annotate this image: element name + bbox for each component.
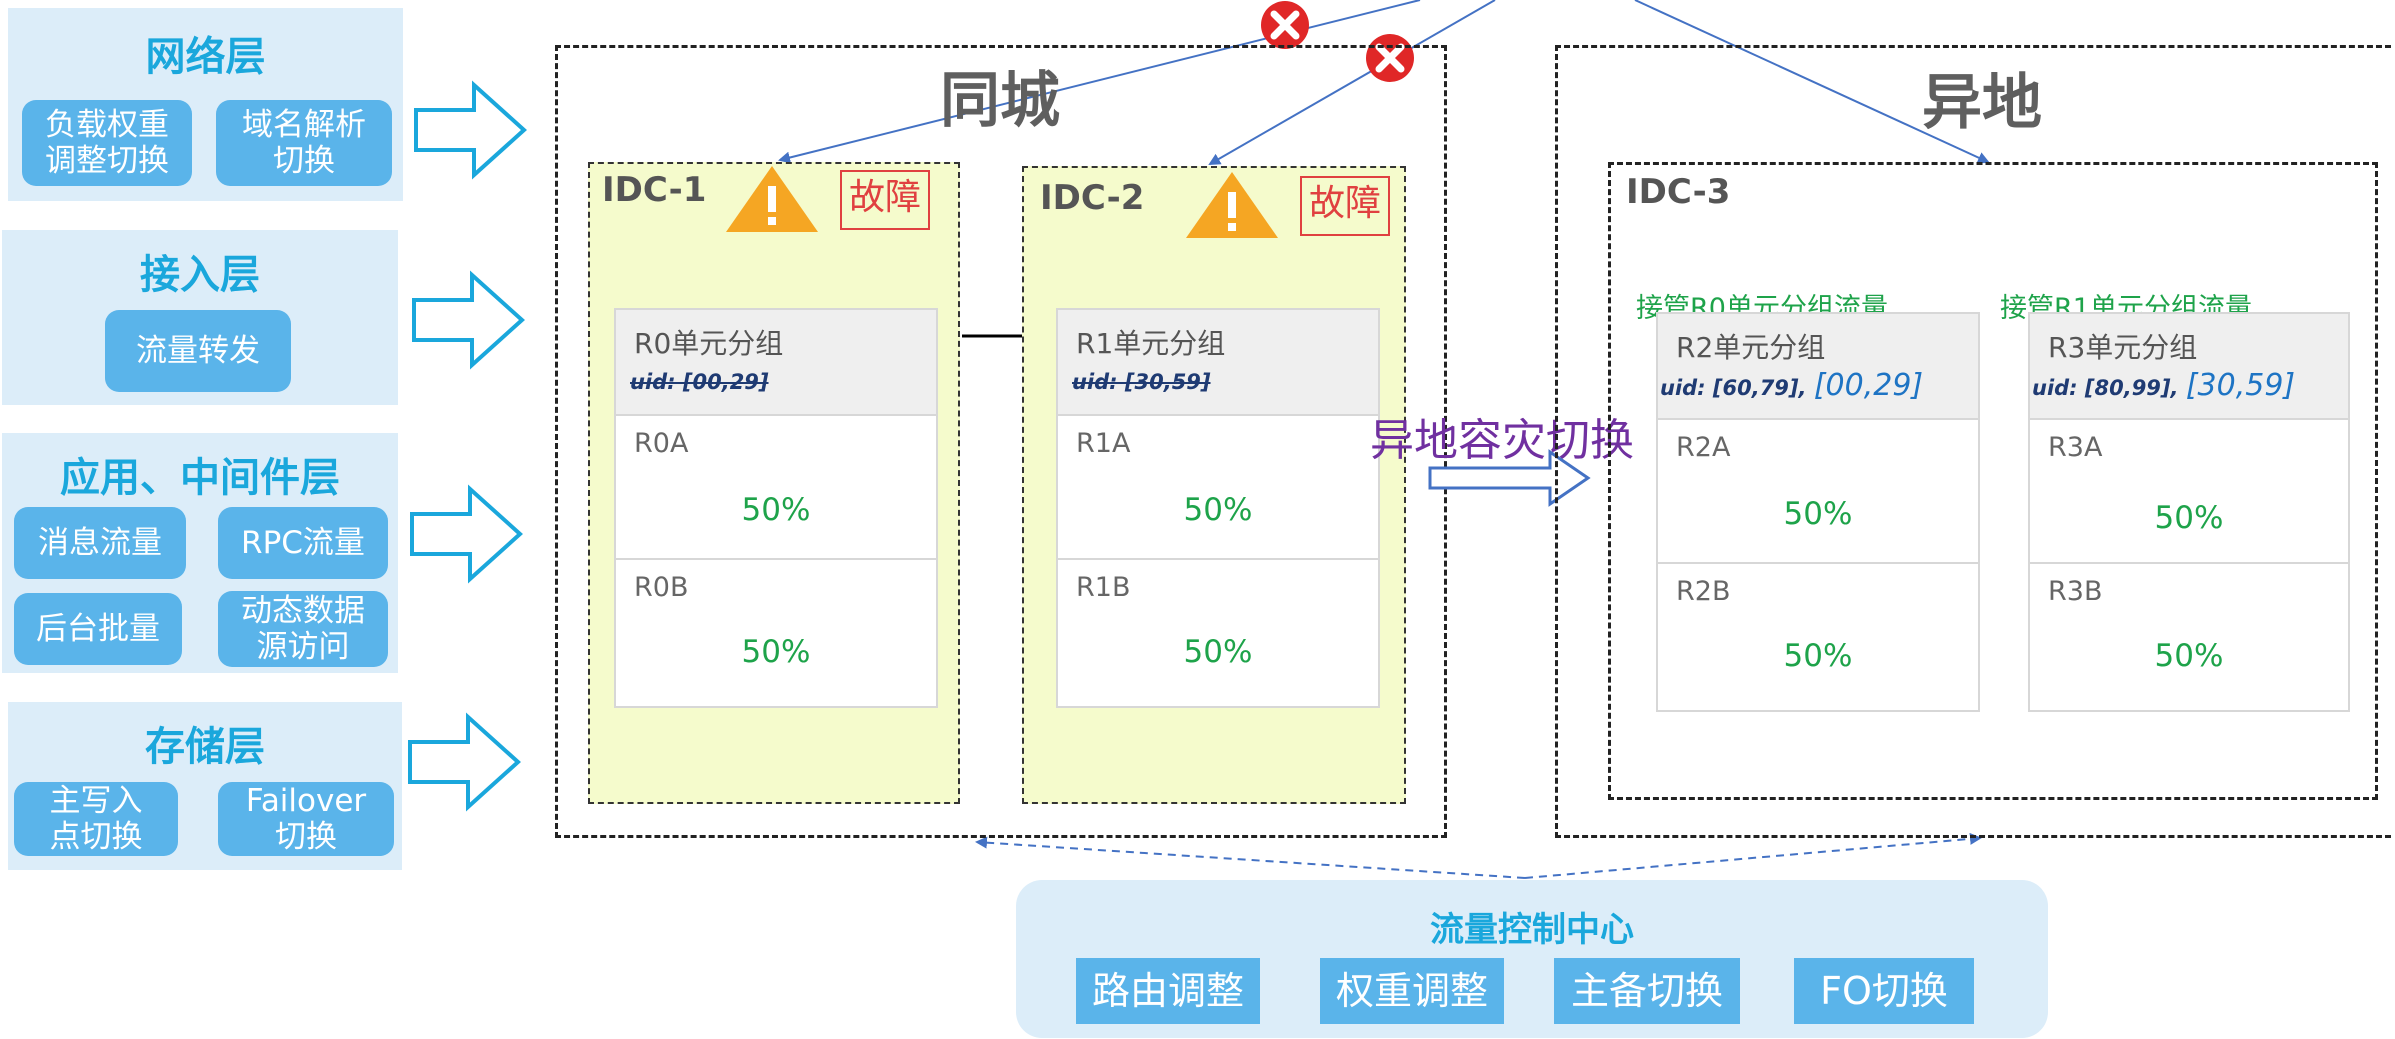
r3-group-name: R3单元分组	[2048, 331, 2198, 364]
traffic-forward-chip: 流量转发	[105, 310, 291, 392]
traffic-control-center: 流量控制中心 路由调整 权重调整 主备切换 FO切换	[1016, 880, 2048, 1038]
r1-group-name: R1单元分组	[1076, 327, 1226, 360]
storage-layer-panel: 存储层 主写入 点切换 Failover 切换	[8, 702, 402, 870]
app-middleware-layer-title: 应用、中间件层	[60, 455, 340, 501]
r1a-unit-percent: 50%	[1183, 492, 1253, 528]
idc-2-fault-badge: 故障	[1300, 176, 1390, 236]
rpc-traffic-chip: RPC流量	[218, 507, 388, 579]
dr-switch-label: 异地容灾切换	[1370, 415, 1634, 466]
r1a-unit-name: R1A	[1076, 428, 1131, 459]
app-middleware-layer-panel: 应用、中间件层 消息流量 RPC流量 后台批量 动态数据 源访问	[2, 433, 398, 673]
weight-switch-chip: 负载权重 调整切换	[22, 100, 192, 186]
r2-group-uid-new: [00,29]	[1813, 368, 1924, 403]
route-adjust-button[interactable]: 路由调整	[1076, 958, 1260, 1024]
access-arrow-icon	[412, 270, 525, 370]
remote-zone	[1555, 45, 2391, 838]
r2a-unit: R2A 50%	[1658, 418, 1978, 564]
r0a-unit-name: R0A	[634, 428, 689, 459]
r2b-unit-name: R2B	[1676, 576, 1731, 607]
idc-2-label: IDC-2	[1040, 178, 1145, 218]
r0b-unit-percent: 50%	[741, 634, 811, 670]
r1a-unit: R1A 50%	[1058, 414, 1378, 560]
remote-title: 异地	[1922, 68, 2042, 138]
access-layer-title: 接入层	[140, 252, 260, 298]
r2-group-name: R2单元分组	[1676, 331, 1826, 364]
same-city-title: 同城	[940, 66, 1060, 136]
r1b-unit-percent: 50%	[1183, 634, 1253, 670]
r3-group-header: R3单元分组 uid: [80,99], [30,59]	[2030, 314, 2348, 420]
idc-1-label: IDC-1	[602, 170, 707, 210]
r1b-unit: R1B 50%	[1058, 558, 1378, 704]
r3a-unit: R3A 50%	[2030, 418, 2348, 564]
r3-group-uid: uid: [80,99], [30,59]	[2032, 368, 2295, 403]
r3b-unit-percent: 50%	[2154, 638, 2224, 674]
idc-3-label: IDC-3	[1626, 172, 1731, 212]
r0b-unit-name: R0B	[634, 572, 689, 603]
r0-group-uid: uid: [00,29]	[630, 370, 769, 394]
r2b-unit: R2B 50%	[1658, 562, 1978, 708]
r0a-unit-percent: 50%	[741, 492, 811, 528]
batch-chip: 后台批量	[14, 593, 182, 665]
failover-switch-chip: Failover 切换	[218, 782, 394, 856]
dns-switch-chip: 域名解析 切换	[216, 100, 392, 186]
r0a-unit: R0A 50%	[616, 414, 936, 560]
idc-1-fault-badge: 故障	[840, 170, 930, 230]
r2b-unit-percent: 50%	[1783, 638, 1853, 674]
r1b-unit-name: R1B	[1076, 572, 1131, 603]
network-layer-title: 网络层	[145, 34, 266, 80]
traffic-control-center-title: 流量控制中心	[1430, 910, 1634, 950]
idc-3-box	[1608, 162, 2378, 800]
app-arrow-icon	[410, 484, 523, 584]
same-city-zone	[555, 45, 1447, 838]
r2-group-uid-old: uid: [60,79],	[1660, 376, 1807, 400]
r2a-unit-name: R2A	[1676, 432, 1731, 463]
r2a-unit-percent: 50%	[1783, 496, 1853, 532]
r0-group: R0单元分组 uid: [00,29] R0A 50% R0B 50%	[614, 308, 938, 708]
r3a-unit-percent: 50%	[2154, 500, 2224, 536]
access-layer-panel: 接入层 流量转发	[2, 230, 398, 405]
network-layer-panel: 网络层 负载权重 调整切换 域名解析 切换	[8, 8, 403, 201]
traffic-line-idc3	[1634, 0, 1990, 164]
dr-switch-arrow-icon	[1428, 449, 1591, 507]
r1-group-uid: uid: [30,59]	[1072, 370, 1211, 394]
traffic-line-idc2	[1208, 0, 1496, 165]
fo-switch-button[interactable]: FO切换	[1794, 958, 1974, 1024]
message-traffic-chip: 消息流量	[14, 507, 186, 579]
r1-group-header: R1单元分组 uid: [30,59]	[1058, 310, 1378, 416]
dynamic-datasource-chip: 动态数据 源访问	[218, 591, 388, 667]
r0-group-header: R0单元分组 uid: [00,29]	[616, 310, 936, 416]
failure-x-icon-1	[1261, 1, 1309, 49]
r0b-unit: R0B 50%	[616, 558, 936, 704]
control-line-left	[975, 836, 1526, 879]
storage-layer-title: 存储层	[145, 724, 265, 770]
warning-icon	[726, 166, 818, 232]
r2-group-uid: uid: [60,79], [00,29]	[1660, 368, 1923, 403]
network-arrow-icon	[414, 80, 527, 180]
r3b-unit-name: R3B	[2048, 576, 2103, 607]
r2-group: R2单元分组 uid: [60,79], [00,29] R2A 50% R2B…	[1656, 312, 1980, 712]
weight-adjust-button[interactable]: 权重调整	[1320, 958, 1504, 1024]
r3b-unit: R3B 50%	[2030, 562, 2348, 708]
r3-group-uid-new: [30,59]	[2185, 368, 2296, 403]
traffic-line-idc1	[778, 0, 1421, 164]
r3-group: R3单元分组 uid: [80,99], [30,59] R3A 50% R3B…	[2028, 312, 2350, 712]
r2-group-header: R2单元分组 uid: [60,79], [00,29]	[1658, 314, 1978, 420]
r3a-unit-name: R3A	[2048, 432, 2103, 463]
r1-group: R1单元分组 uid: [30,59] R1A 50% R1B 50%	[1056, 308, 1380, 708]
r3-group-uid-old: uid: [80,99],	[2032, 376, 2179, 400]
r0-group-name: R0单元分组	[634, 327, 784, 360]
primary-standby-switch-button[interactable]: 主备切换	[1554, 958, 1740, 1024]
warning-icon	[1186, 172, 1278, 238]
primary-write-switch-chip: 主写入 点切换	[14, 782, 178, 856]
control-line-right	[1524, 832, 1982, 879]
storage-arrow-icon	[408, 712, 521, 812]
